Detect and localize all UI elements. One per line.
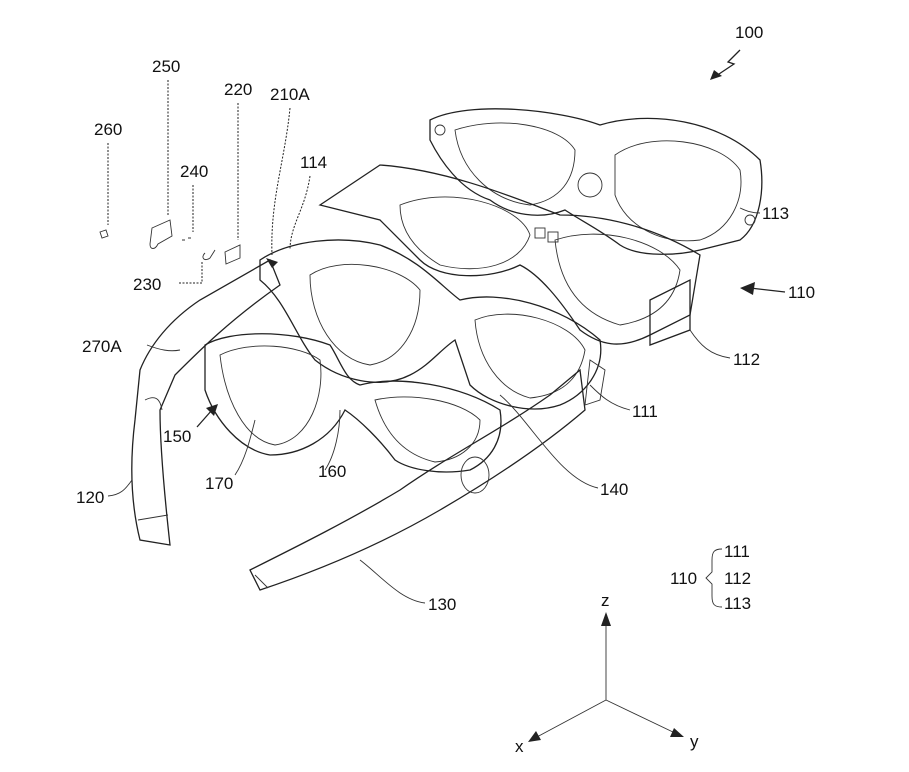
- label-113: 113: [762, 204, 789, 223]
- label-140: 140: [600, 480, 628, 499]
- legend-item-112: 112: [724, 569, 751, 588]
- right-temple-130: [249, 359, 606, 591]
- label-100: 100: [735, 23, 763, 42]
- label-111: 111: [632, 402, 658, 421]
- legend-group-label: 110: [670, 569, 697, 588]
- coordinate-axes: z x y: [515, 591, 699, 756]
- z-arrow-icon: [601, 612, 611, 626]
- legend-item-113: 113: [724, 594, 751, 613]
- legend-item-111: 111: [724, 542, 750, 561]
- y-arrow-icon: [670, 728, 684, 737]
- leader-lines: [107, 49, 786, 604]
- label-112: 112: [733, 350, 760, 369]
- label-250: 250: [152, 57, 180, 76]
- label-110: 110: [788, 283, 815, 302]
- exploded-components: [99, 219, 241, 265]
- left-temple-120: [131, 259, 281, 546]
- axis-z-label: z: [601, 591, 610, 610]
- x-arrow-icon: [528, 731, 541, 742]
- axis-x-label: x: [515, 737, 524, 756]
- label-240: 240: [180, 162, 208, 181]
- label-120: 120: [76, 488, 104, 507]
- label-130: 130: [428, 595, 456, 614]
- label-270A: 270A: [82, 337, 122, 356]
- label-210A: 210A: [270, 85, 310, 104]
- front-frame-111: [259, 239, 602, 410]
- lens-frame-150: [204, 333, 502, 473]
- label-230: 230: [133, 275, 161, 294]
- rear-frame-113: [429, 108, 763, 255]
- middle-frame-112: [318, 164, 701, 346]
- label-114: 114: [300, 153, 327, 172]
- label-220: 220: [224, 80, 252, 99]
- label-160: 160: [318, 462, 346, 481]
- legend-bracket: 110 111 112 113: [670, 542, 751, 613]
- label-260: 260: [94, 120, 122, 139]
- axis-y-label: y: [690, 732, 699, 751]
- label-150: 150: [163, 427, 191, 446]
- label-170: 170: [205, 474, 233, 493]
